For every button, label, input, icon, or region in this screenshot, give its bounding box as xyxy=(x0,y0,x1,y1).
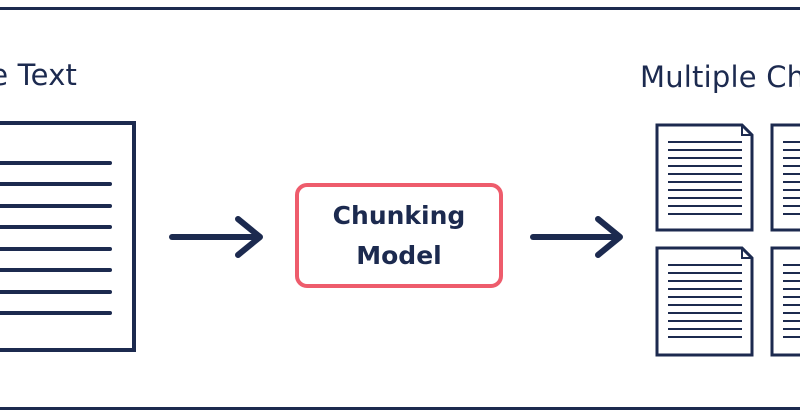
document-icon xyxy=(770,246,800,357)
chunking-model-label: Chunking Model xyxy=(332,200,466,270)
document-icon xyxy=(655,123,754,232)
document-icon xyxy=(655,246,754,357)
output-label: Multiple Ch xyxy=(640,60,800,94)
large-document-icon xyxy=(0,121,136,352)
chunking-model-box: Chunking Model xyxy=(295,183,503,288)
input-label: rge Text xyxy=(0,58,78,92)
outer-frame xyxy=(0,7,800,410)
arrow-right-icon xyxy=(530,216,623,258)
document-icon xyxy=(770,123,800,232)
arrow-right-icon xyxy=(169,216,263,258)
